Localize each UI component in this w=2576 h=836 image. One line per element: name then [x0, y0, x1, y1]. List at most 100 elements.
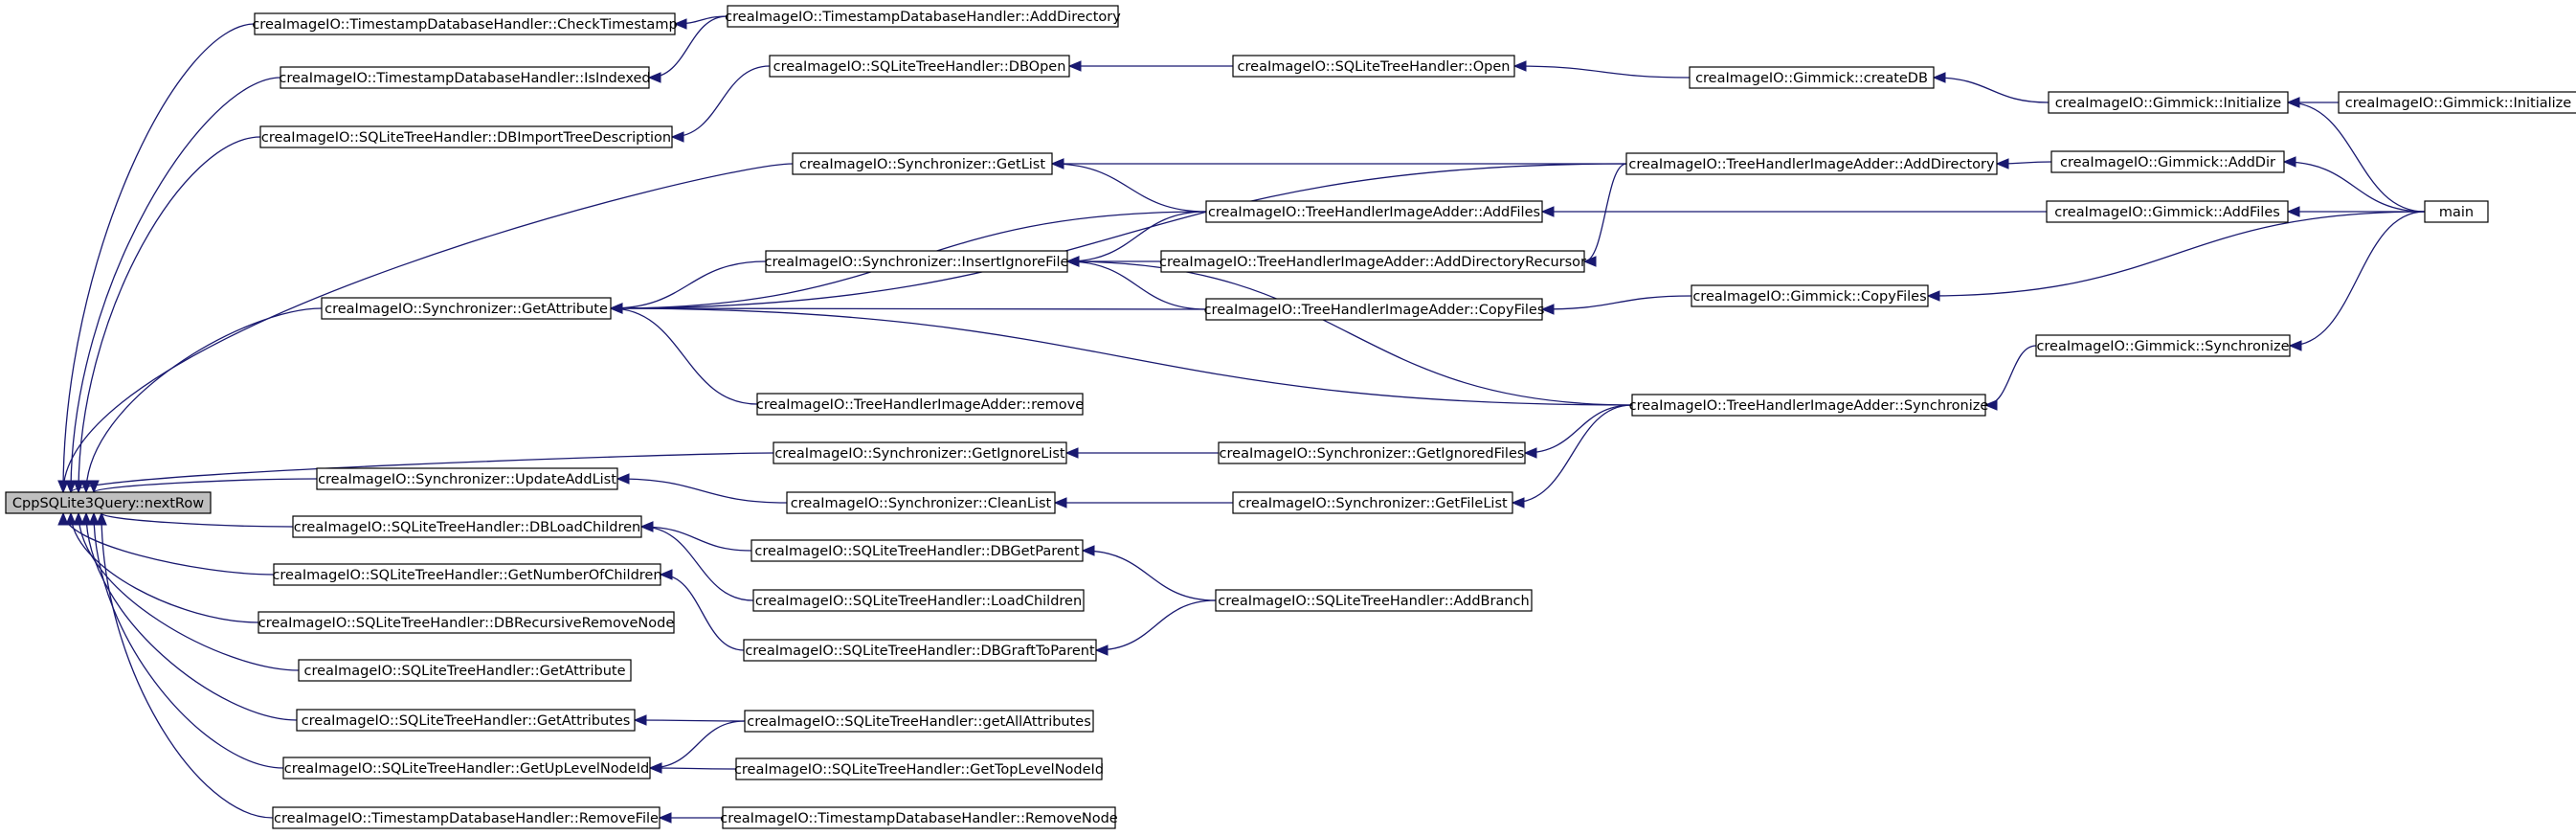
- function-node[interactable]: creaImageIO::Synchronizer::GetFileList: [1232, 491, 1513, 514]
- function-node[interactable]: creaImageIO::Synchronizer::GetList: [792, 152, 1053, 175]
- node-box: [273, 563, 661, 586]
- function-node[interactable]: creaImageIO::SQLiteTreeHandler::GetNumbe…: [272, 563, 662, 586]
- function-node[interactable]: creaImageIO::Synchronizer::CleanList: [786, 491, 1056, 514]
- function-node[interactable]: creaImageIO::Synchronizer::InsertIgnoreF…: [765, 250, 1069, 273]
- node-box: [316, 467, 618, 490]
- node-label: creaImageIO::TimestampDatabaseHandler::R…: [274, 811, 659, 826]
- function-node[interactable]: creaImageIO::Gimmick::Synchronize: [2035, 334, 2291, 357]
- function-node[interactable]: creaImageIO::TreeHandlerImageAdder::Copy…: [1204, 298, 1545, 321]
- function-node[interactable]: creaImageIO::SQLiteTreeHandler::GetUpLev…: [282, 757, 651, 780]
- root-node[interactable]: CppSQLite3Query::nextRow: [5, 491, 212, 514]
- node-label: main: [2439, 205, 2474, 220]
- node-label: creaImageIO::Gimmick::AddDir: [2060, 155, 2275, 170]
- node-box: [743, 639, 1097, 662]
- arrowhead: [1995, 158, 2009, 169]
- node-label: creaImageIO::Synchronizer::InsertIgnoreF…: [765, 255, 1069, 270]
- node-box: [1631, 394, 1986, 417]
- function-node[interactable]: creaImageIO::SQLiteTreeHandler::AddBranc…: [1215, 589, 1533, 612]
- node-label: creaImageIO::Synchronizer::GetIgnoredFil…: [1220, 446, 1525, 462]
- node-label: creaImageIO::TimestampDatabaseHandler::I…: [279, 71, 650, 86]
- function-node[interactable]: creaImageIO::TimestampDatabaseHandler::R…: [272, 806, 661, 829]
- function-node[interactable]: creaImageIO::TimestampDatabaseHandler::A…: [725, 5, 1121, 28]
- function-node[interactable]: creaImageIO::TreeHandlerImageAdder::Sync…: [1629, 394, 1989, 417]
- arrowhead: [73, 511, 84, 526]
- function-node[interactable]: creaImageIO::Gimmick::Initialize: [2048, 91, 2289, 114]
- function-node[interactable]: creaImageIO::SQLiteTreeHandler::GetAttri…: [298, 659, 632, 682]
- call-edge: [1082, 550, 1217, 601]
- function-node[interactable]: creaImageIO::TreeHandlerImageAdder::AddD…: [1625, 152, 1998, 175]
- node-box: [756, 393, 1084, 416]
- function-node[interactable]: creaImageIO::SQLiteTreeHandler::DBOpen: [769, 55, 1070, 78]
- node-label: creaImageIO::Synchronizer::GetList: [799, 157, 1045, 172]
- function-node[interactable]: creaImageIO::TreeHandlerImageAdder::AddF…: [1205, 200, 1543, 223]
- node-box: [2050, 150, 2285, 173]
- node-box: [1691, 284, 1929, 307]
- arrowhead: [1050, 158, 1064, 169]
- arrowhead: [1053, 497, 1067, 508]
- function-node[interactable]: creaImageIO::Gimmick::createDB: [1689, 66, 1935, 89]
- node-label: creaImageIO::SQLiteTreeHandler::GetAttri…: [302, 713, 631, 729]
- call-edge: [616, 478, 788, 504]
- node-label: creaImageIO::TimestampDatabaseHandler::R…: [720, 811, 1118, 826]
- function-node[interactable]: creaImageIO::SQLiteTreeHandler::DBRecurs…: [258, 611, 675, 634]
- call-edge: [1583, 163, 1627, 262]
- function-node[interactable]: creaImageIO::TimestampDatabaseHandler::R…: [720, 806, 1118, 829]
- call-edge: [1984, 345, 2037, 406]
- function-node[interactable]: creaImageIO::TimestampDatabaseHandler::I…: [279, 66, 651, 89]
- node-box: [280, 66, 650, 89]
- call-edge: [2283, 161, 2426, 213]
- function-node[interactable]: creaImageIO::SQLiteTreeHandler::DBGetPar…: [750, 539, 1084, 562]
- call-edge: [648, 15, 728, 79]
- function-node[interactable]: creaImageIO::SQLiteTreeHandler::DBImport…: [259, 125, 673, 148]
- node-box: [1232, 491, 1513, 514]
- function-node[interactable]: creaImageIO::Gimmick::Initialize: [2338, 91, 2576, 114]
- function-node[interactable]: creaImageIO::SQLiteTreeHandler::DBLoadCh…: [292, 515, 642, 538]
- function-node[interactable]: creaImageIO::Synchronizer::GetIgnoredFil…: [1218, 441, 1526, 464]
- function-node[interactable]: creaImageIO::TimestampDatabaseHandler::C…: [252, 12, 678, 35]
- node-label: creaImageIO::Synchronizer::UpdateAddList: [318, 472, 616, 487]
- call-edge: [70, 512, 259, 623]
- call-edge: [70, 77, 281, 493]
- node-box: [258, 611, 675, 634]
- function-node[interactable]: creaImageIO::SQLiteTreeHandler::LoadChil…: [752, 589, 1085, 612]
- node-box: [752, 589, 1085, 612]
- node-box: [2424, 200, 2489, 223]
- node-box: [321, 297, 612, 320]
- function-node[interactable]: main: [2424, 200, 2489, 223]
- node-box: [292, 515, 642, 538]
- node-label: creaImageIO::TreeHandlerImageAdder::AddD…: [1159, 255, 1586, 270]
- function-node[interactable]: creaImageIO::Synchronizer::GetIgnoreList: [773, 441, 1067, 464]
- function-node[interactable]: creaImageIO::Gimmick::AddDir: [2050, 150, 2285, 173]
- function-node[interactable]: creaImageIO::SQLiteTreeHandler::GetTopLe…: [734, 757, 1104, 780]
- node-label: creaImageIO::SQLiteTreeHandler::LoadChil…: [755, 594, 1082, 609]
- call-edge: [1927, 211, 2426, 297]
- function-node[interactable]: creaImageIO::Gimmick::AddFiles: [2046, 200, 2289, 223]
- arrowhead: [2286, 97, 2300, 108]
- arrowhead: [659, 569, 673, 580]
- node-label: creaImageIO::SQLiteTreeHandler::GetAttri…: [303, 664, 625, 679]
- function-node[interactable]: creaImageIO::Synchronizer::UpdateAddList: [316, 467, 618, 490]
- node-box: [773, 441, 1067, 464]
- node-box: [765, 250, 1068, 273]
- node-box: [2338, 91, 2576, 114]
- arrowhead: [2282, 156, 2296, 168]
- node-layer: CppSQLite3Query::nextRowcreaImageIO::Tim…: [5, 5, 2576, 829]
- arrowhead: [673, 18, 687, 30]
- node-label: creaImageIO::Gimmick::Initialize: [2055, 96, 2281, 111]
- call-edge: [1541, 295, 1692, 310]
- function-node[interactable]: creaImageIO::TreeHandlerImageAdder::remo…: [756, 393, 1084, 416]
- function-node[interactable]: creaImageIO::SQLiteTreeHandler::getAllAt…: [744, 710, 1094, 733]
- function-node[interactable]: creaImageIO::SQLiteTreeHandler::GetAttri…: [296, 709, 636, 732]
- node-box: [1218, 441, 1526, 464]
- function-node[interactable]: creaImageIO::SQLiteTreeHandler::Open: [1232, 55, 1515, 78]
- function-node[interactable]: creaImageIO::Synchronizer::GetAttribute: [321, 297, 612, 320]
- call-edge: [649, 767, 737, 770]
- node-label: creaImageIO::TreeHandlerImageAdder::AddF…: [1208, 205, 1540, 220]
- arrowhead: [88, 511, 100, 526]
- node-box: [1160, 250, 1585, 273]
- node-label: creaImageIO::SQLiteTreeHandler::DBGraftT…: [745, 644, 1095, 659]
- function-node[interactable]: creaImageIO::TreeHandlerImageAdder::AddD…: [1159, 250, 1586, 273]
- node-box: [5, 491, 212, 514]
- function-node[interactable]: creaImageIO::SQLiteTreeHandler::DBGraftT…: [743, 639, 1097, 662]
- function-node[interactable]: creaImageIO::Gimmick::CopyFiles: [1691, 284, 1929, 307]
